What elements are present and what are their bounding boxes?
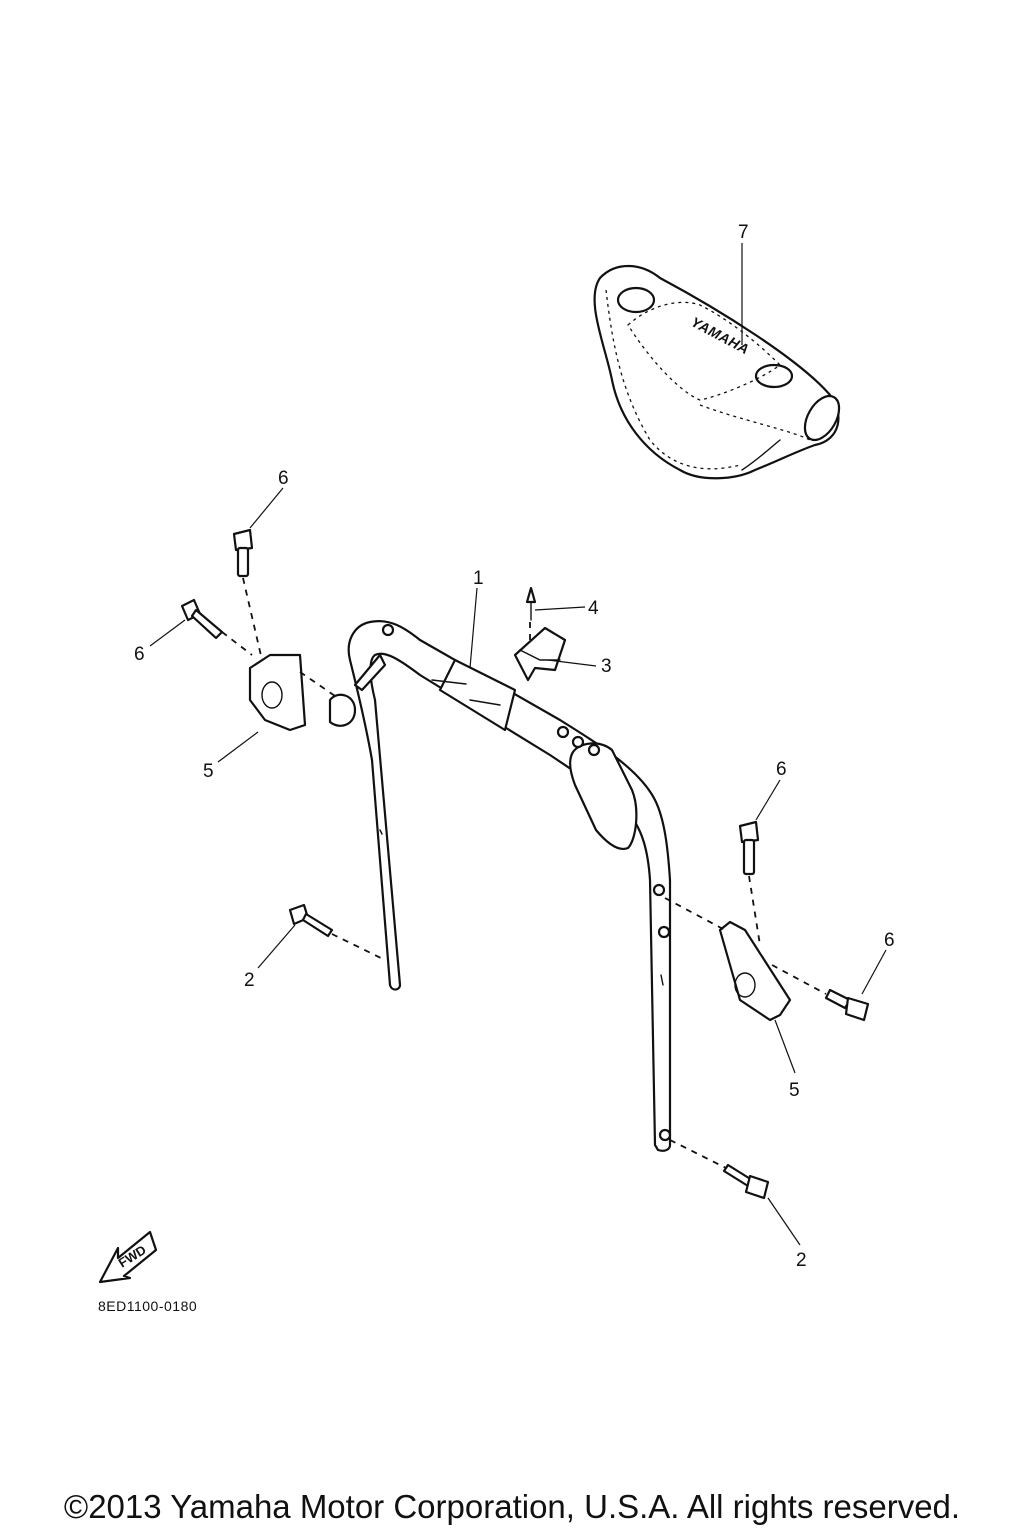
bolt-6-top-right (738, 820, 760, 876)
callout-1: 1 (473, 568, 484, 589)
handlebar (347, 620, 672, 1152)
callout-2-right: 2 (796, 1250, 807, 1271)
callout-7: 7 (738, 222, 749, 243)
callout-5-right: 5 (789, 1080, 800, 1101)
bolt-6-left (180, 598, 224, 640)
handlebar-pad: YAMAHA (593, 265, 841, 480)
bolt-6-top-left (232, 528, 254, 578)
switch-bracket (513, 626, 567, 682)
clamp-left (248, 653, 357, 732)
fwd-arrow-icon: FWD (98, 1230, 158, 1284)
callout-4: 4 (588, 598, 599, 619)
callout-6-left: 6 (134, 644, 145, 665)
assembly-lines (221, 577, 827, 1169)
callout-6-top-left: 6 (278, 468, 289, 489)
callout-6-top-right: 6 (776, 759, 787, 780)
leader-lines (149, 243, 887, 1246)
copyright-notice: ©2013 Yamaha Motor Corporation, U.S.A. A… (63, 1488, 961, 1525)
bolt-2-left (288, 903, 334, 938)
bolt-6-right (824, 988, 870, 1022)
callouts: 1 7 6 6 5 4 3 6 6 5 2 2 (134, 222, 895, 1271)
drawing-code: 8ED1100-0180 (98, 1298, 197, 1314)
bolt-2-right (722, 1163, 770, 1200)
callout-6-right: 6 (884, 930, 895, 951)
callout-3: 3 (601, 656, 612, 677)
screw (525, 586, 537, 621)
callout-5-left: 5 (203, 761, 214, 782)
clamp-right (718, 920, 792, 1022)
callout-2-left: 2 (244, 970, 255, 991)
